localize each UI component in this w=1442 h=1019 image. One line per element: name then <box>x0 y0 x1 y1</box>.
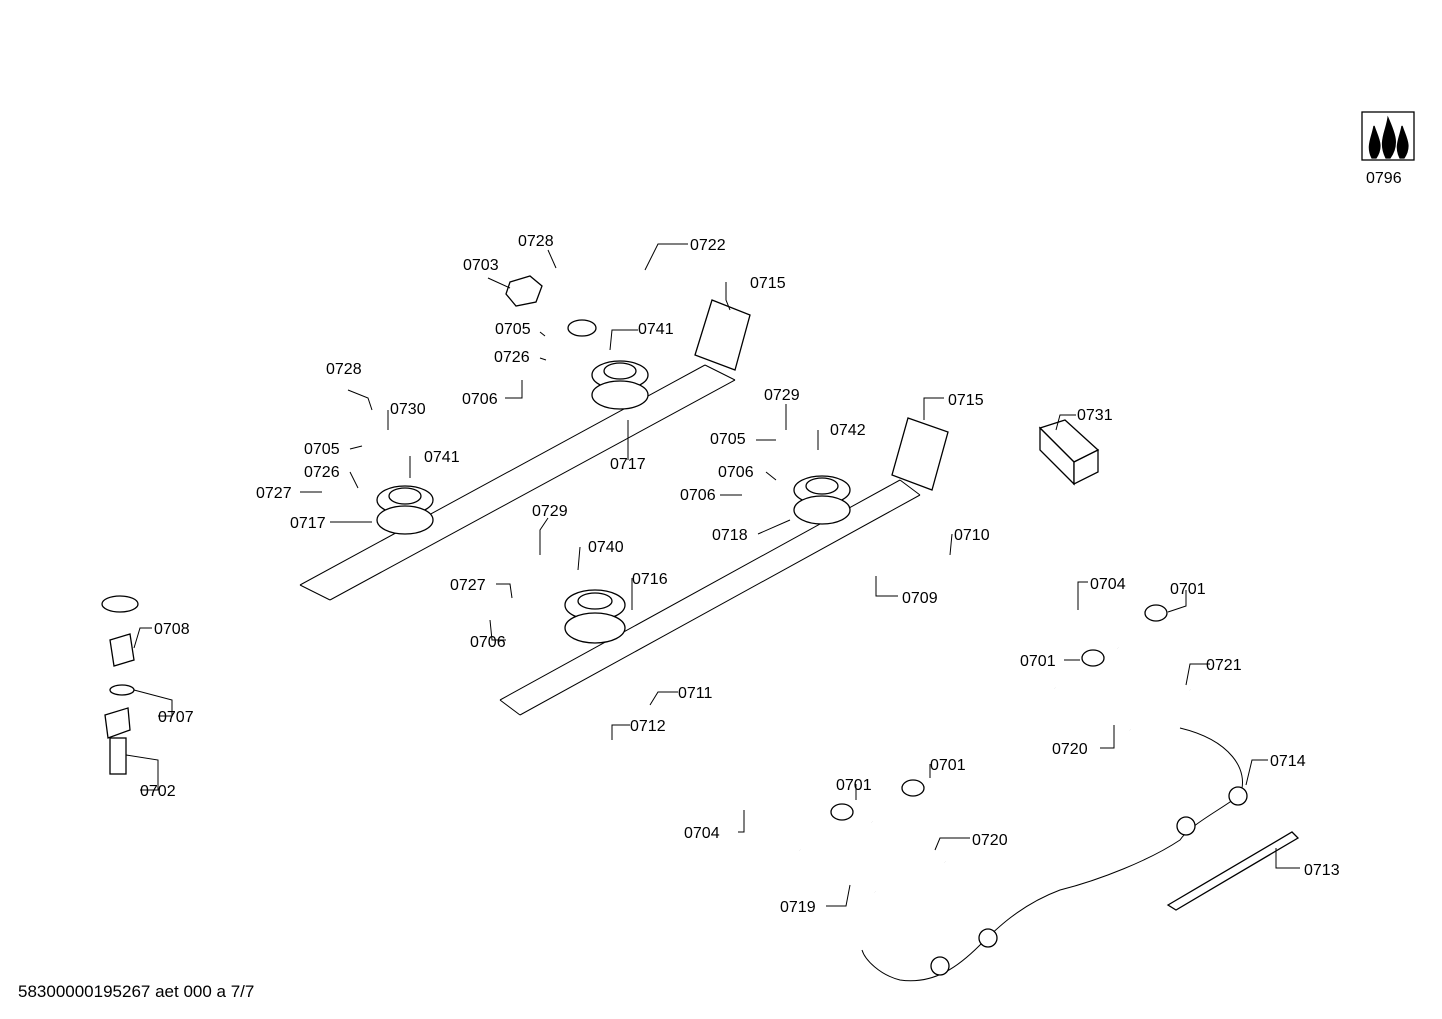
part-label: 0728 <box>518 233 554 250</box>
part-label: 0706 <box>680 487 716 504</box>
ignition-harness <box>861 727 1248 982</box>
part-label: 0740 <box>588 539 624 556</box>
part-label: 0702 <box>140 783 176 800</box>
burner-cup <box>793 475 851 525</box>
part-label: 0716 <box>632 571 668 588</box>
part-label: 0731 <box>1077 407 1113 424</box>
part-label: 0727 <box>256 485 292 502</box>
part-label: 0718 <box>712 527 748 544</box>
gas-pipe-frame <box>101 241 1100 767</box>
part-label: 0721 <box>1206 657 1242 674</box>
part-label: 0715 <box>948 392 984 409</box>
heat-strip <box>1166 831 1300 911</box>
part-label: 0709 <box>902 590 938 607</box>
part-label: 0703 <box>463 257 499 274</box>
part-label: 0730 <box>390 401 426 418</box>
part-label: 0741 <box>638 321 674 338</box>
part-label: 0701 <box>1020 653 1056 670</box>
collars <box>830 604 1168 821</box>
part-label: 0705 <box>710 431 746 448</box>
part-label: 0729 <box>532 503 568 520</box>
part-label: 0722 <box>690 237 726 254</box>
brackets <box>694 299 949 491</box>
part-label: 0706 <box>718 464 754 481</box>
part-label: 0708 <box>154 621 190 638</box>
part-label: 0704 <box>1090 576 1126 593</box>
leader-lines <box>125 243 1300 907</box>
part-label: 0715 <box>750 275 786 292</box>
part-label: 0719 <box>780 899 816 916</box>
part-label: 0706 <box>462 391 498 408</box>
part-label: 0742 <box>830 422 866 439</box>
part-label: 0701 <box>1170 581 1206 598</box>
part-label: 0741 <box>424 449 460 466</box>
part-label: 0701 <box>836 777 872 794</box>
part-label: 0717 <box>610 456 646 473</box>
part-label: 0726 <box>494 349 530 366</box>
part-label: 0727 <box>450 577 486 594</box>
document-footer: 58300000195267 aet 000 a 7/7 <box>18 982 255 1001</box>
part-label: 0701 <box>930 757 966 774</box>
part-labels: 0796 0722 0728 0703 0715 0705 0741 0726 … <box>140 170 1402 916</box>
part-label: 0726 <box>304 464 340 481</box>
part-label: 0706 <box>470 634 506 651</box>
part-label: 0729 <box>764 387 800 404</box>
part-label: 0714 <box>1270 753 1306 770</box>
ignition-module <box>1038 419 1100 486</box>
part-label: 0710 <box>954 527 990 544</box>
part-label: 0796 <box>1366 170 1402 187</box>
burner-cups <box>376 360 851 644</box>
part-label: 0728 <box>326 361 362 378</box>
part-label: 0707 <box>158 709 194 726</box>
gas-taps <box>797 643 1193 897</box>
part-label: 0717 <box>290 515 326 532</box>
burner-cup <box>591 360 649 410</box>
gas-flame-icon <box>1361 111 1415 161</box>
burner-cup <box>564 589 626 644</box>
part-label: 0704 <box>684 825 720 842</box>
part-label: 0711 <box>678 685 713 702</box>
part-label: 0705 <box>304 441 340 458</box>
part-label: 0720 <box>1052 741 1088 758</box>
part-label: 0720 <box>972 832 1008 849</box>
part-label: 0705 <box>495 321 531 338</box>
burner-cup <box>376 485 434 535</box>
part-label: 0712 <box>630 718 666 735</box>
part-label: 0713 <box>1304 862 1340 879</box>
fittings <box>104 275 543 775</box>
